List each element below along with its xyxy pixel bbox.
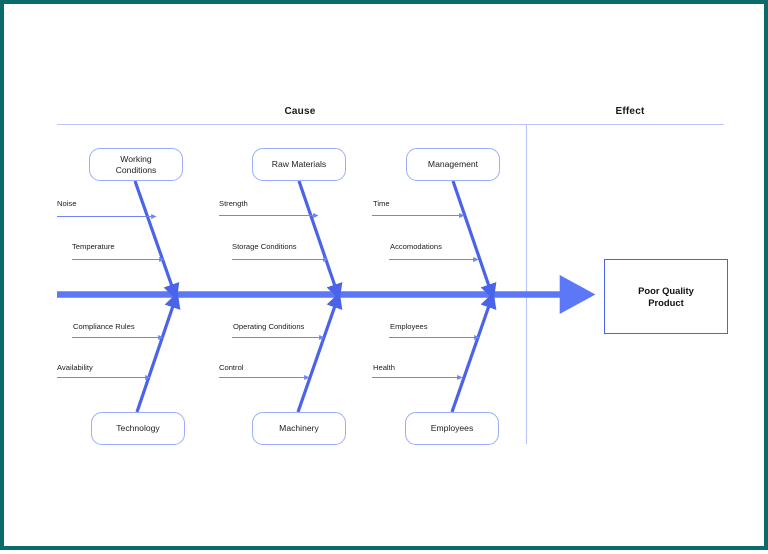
- category-label-technology: Technology: [116, 423, 160, 434]
- bone-management: [451, 180, 497, 300]
- fishbone-canvas: [57, 123, 724, 444]
- category-box-working-conditions[interactable]: Working Conditions: [89, 148, 183, 181]
- sub-cause-label-availability: Availability: [57, 363, 93, 372]
- bone-machinery: [296, 292, 343, 413]
- effect-label-line1: Poor Quality: [638, 284, 694, 296]
- category-label-line2: Conditions: [115, 164, 157, 175]
- sub-cause-label-accomodations: Accomodations: [390, 242, 442, 251]
- sub-cause-label-compliance-rules: Compliance Rules: [73, 322, 135, 331]
- sub-cause-label-employees: Employees: [390, 322, 428, 331]
- category-box-employees[interactable]: Employees: [405, 412, 499, 445]
- sub-cause-label-temperature: Temperature: [72, 242, 115, 251]
- category-box-technology[interactable]: Technology: [91, 412, 185, 445]
- bone-employees: [450, 292, 497, 413]
- category-box-raw-materials[interactable]: Raw Materials: [252, 148, 346, 181]
- header-effect: Effect: [615, 106, 645, 117]
- sub-cause-label-health: Health: [373, 363, 395, 372]
- category-box-management[interactable]: Management: [406, 148, 500, 181]
- sub-cause-label-control: Control: [219, 363, 244, 372]
- effect-label-line2: Product: [648, 296, 684, 308]
- category-label-raw-materials: Raw Materials: [271, 159, 327, 170]
- category-label-machinery: Machinery: [279, 423, 319, 434]
- header-cause: Cause: [284, 106, 316, 117]
- effect-label: Poor Quality Product: [638, 285, 694, 309]
- bone-working-conditions: [133, 180, 180, 300]
- sub-cause-label-operating-conditions: Operating Conditions: [233, 322, 305, 331]
- sub-cause-label-noise: Noise: [57, 199, 77, 208]
- sub-cause-label-storage-conditions: Storage Conditions: [232, 242, 297, 251]
- sub-cause-label-time: Time: [373, 199, 390, 208]
- category-box-machinery[interactable]: Machinery: [252, 412, 346, 445]
- category-label-working-conditions: Working Conditions: [116, 154, 157, 175]
- category-label-employees: Employees: [430, 423, 474, 434]
- category-label-line1: Working: [120, 153, 152, 164]
- bone-technology: [135, 292, 181, 413]
- category-label-management: Management: [427, 159, 479, 170]
- effect-box-poor-quality-product[interactable]: Poor Quality Product: [604, 259, 728, 334]
- sub-cause-label-strength: Strength: [219, 199, 248, 208]
- bone-raw-materials: [297, 180, 343, 300]
